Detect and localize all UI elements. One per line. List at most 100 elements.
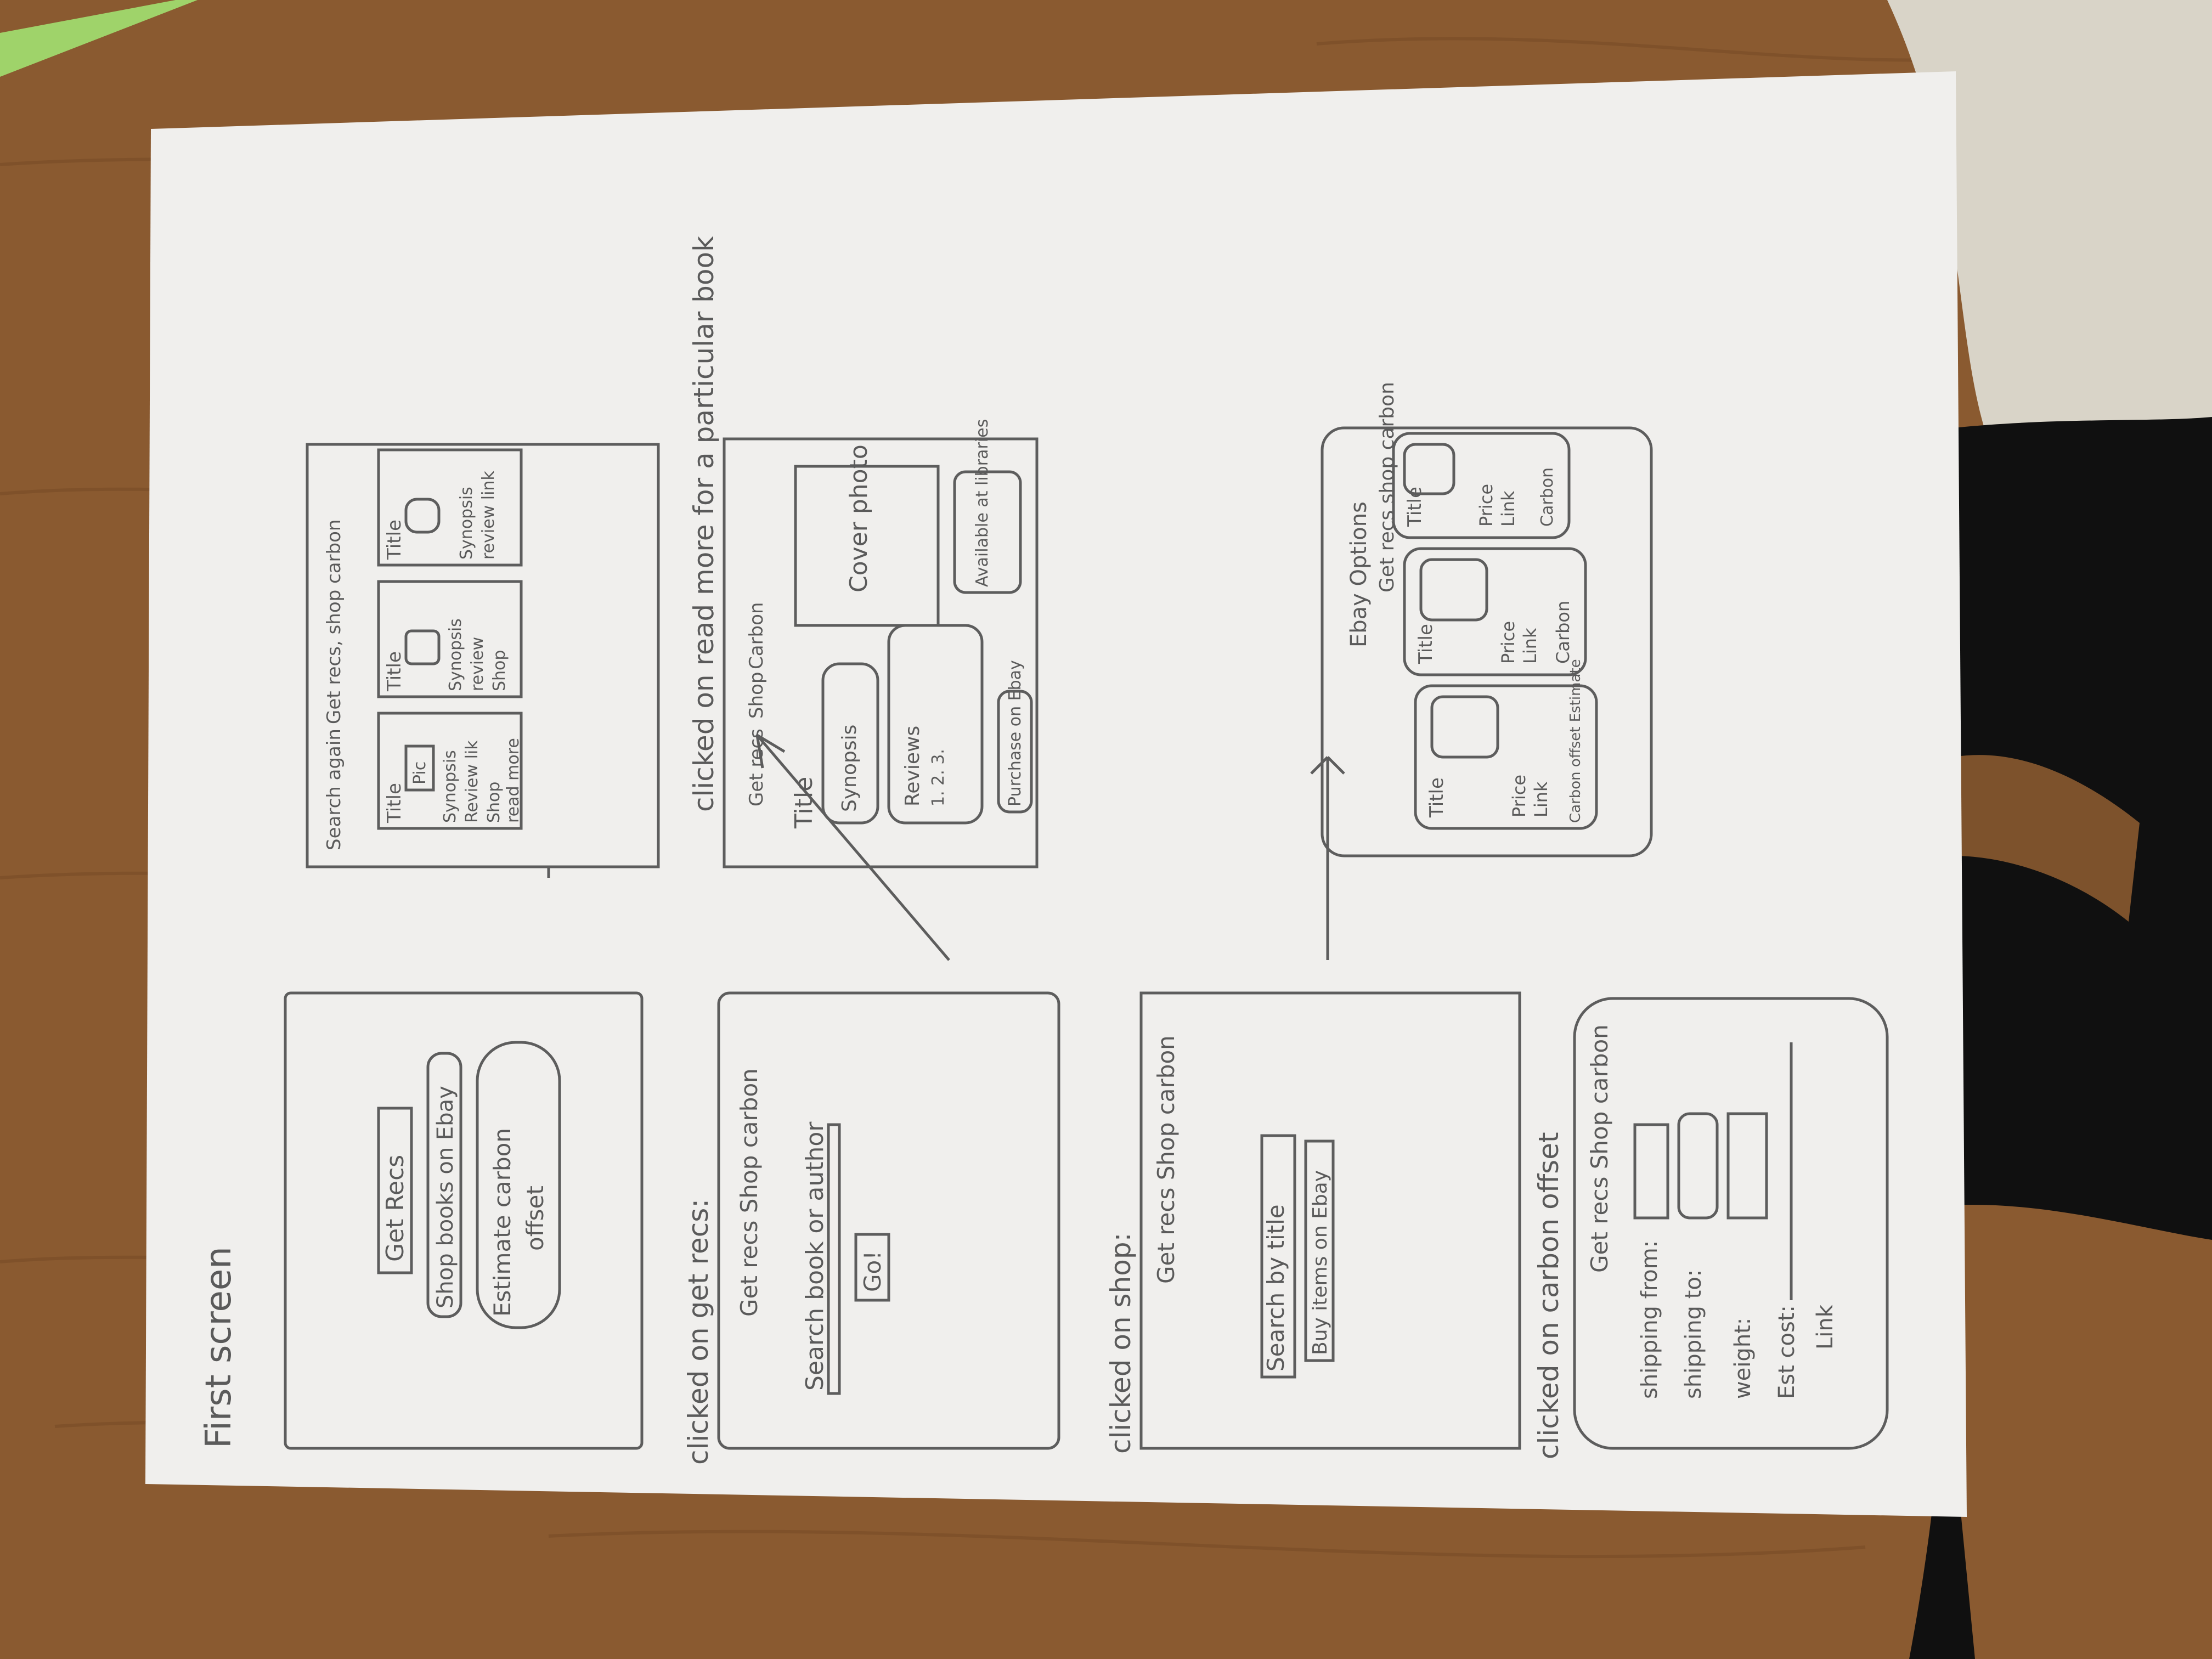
ebay-card2-title: Title bbox=[1415, 624, 1437, 664]
ebay-heading: Ebay Options bbox=[1346, 501, 1372, 647]
ebay-card3-carbon: Carbon bbox=[1538, 467, 1557, 527]
screen1-shop-books: Shop books on Ebay bbox=[433, 1086, 458, 1308]
ebay-card3-price: Price bbox=[1476, 484, 1497, 527]
ebay-card2 bbox=[1403, 547, 1587, 676]
screen4-ship-from: shipping from: bbox=[1637, 1240, 1662, 1399]
results-card2 bbox=[377, 580, 523, 698]
detail-review-numbers: 1. 2. 3. bbox=[929, 749, 948, 806]
detail-available: Available at libraries bbox=[973, 419, 992, 587]
screen2-caption: clicked on get recs: bbox=[682, 1199, 714, 1465]
screen3-search: Search by title bbox=[1262, 1204, 1289, 1372]
screen2-go-box bbox=[854, 1233, 890, 1302]
results-frame bbox=[306, 443, 660, 868]
detail-purchase: Purchase on Ebay bbox=[1006, 660, 1025, 806]
sketch-layer: First screen Get Recs Shop books on Ebay… bbox=[199, 236, 1889, 1465]
detail-caption: clicked on read more for a particular bo… bbox=[688, 236, 720, 812]
screen3-search-box bbox=[1260, 1134, 1296, 1379]
screen1-estimate-1: Estimate carbon bbox=[489, 1128, 516, 1317]
results-card2-review: review bbox=[468, 637, 487, 691]
screen3-buy-box bbox=[1304, 1139, 1335, 1362]
floor-patch bbox=[1953, 755, 2140, 922]
ebay-card1-link: Link bbox=[1531, 781, 1551, 817]
results-card1-pic-box bbox=[404, 744, 435, 792]
screen2-search: Search book or author bbox=[801, 1121, 829, 1391]
results-card2-shop: Shop bbox=[490, 650, 509, 691]
ebay-card1 bbox=[1414, 684, 1598, 830]
detail-synopsis-box bbox=[821, 662, 879, 825]
results-nav: Get recs, shop carbon bbox=[323, 520, 345, 724]
results-card3-review: review link bbox=[479, 471, 498, 560]
detail-nav-shop: Shop bbox=[746, 672, 768, 719]
detail-nav-carbon: Carbon bbox=[746, 602, 768, 670]
screen1-shop-box bbox=[426, 1052, 462, 1318]
screen4-frame bbox=[1573, 997, 1889, 1450]
arrow-to-detail bbox=[756, 734, 950, 961]
results-card1-read-more: read more bbox=[504, 738, 523, 823]
results-card2-synopsis: Synopsis bbox=[446, 618, 465, 691]
ebay-card2-carbon: Carbon bbox=[1553, 601, 1573, 664]
detail-frame bbox=[723, 437, 1039, 868]
ebay-nav: Get recs shop carbon bbox=[1376, 382, 1398, 592]
results-card1-title: Title bbox=[383, 783, 405, 823]
screen4-caption: clicked on carbon offset bbox=[1533, 1132, 1565, 1459]
green-pencil bbox=[0, 0, 198, 77]
screen3-buy: Buy items on Ebay bbox=[1309, 1170, 1331, 1355]
results-card2-title: Title bbox=[383, 651, 405, 692]
results-card3-title: Title bbox=[383, 520, 405, 560]
results-card1 bbox=[377, 712, 523, 830]
detail-nav-getrecs: Get recs bbox=[746, 729, 768, 806]
results-card2-pic bbox=[404, 629, 441, 665]
screen3-nav: Get recs Shop carbon bbox=[1153, 1035, 1180, 1284]
screen1-frame bbox=[284, 991, 644, 1450]
detail-available-box bbox=[953, 470, 1022, 594]
screen2-search-line bbox=[827, 1123, 841, 1395]
screen4-est-cost: Est cost: bbox=[1774, 1305, 1799, 1399]
detail-cover-box bbox=[794, 465, 940, 627]
results-card1-shop: Shop bbox=[484, 782, 504, 823]
screen1-estimate-box bbox=[476, 1041, 561, 1329]
detail-synopsis: Synopsis bbox=[838, 725, 861, 812]
screen2-frame bbox=[717, 991, 1060, 1450]
screen2-go: Go! bbox=[859, 1251, 886, 1292]
sketch-title: First screen bbox=[199, 1246, 239, 1448]
results-card3-pic bbox=[404, 498, 441, 534]
ebay-card1-price: Price bbox=[1509, 775, 1530, 817]
screen1-get-recs: Get Recs bbox=[381, 1155, 409, 1262]
ebay-frame bbox=[1321, 426, 1653, 857]
screen4-link: Link bbox=[1813, 1304, 1838, 1350]
arrow-head-detail bbox=[755, 733, 786, 769]
screen1-getrecs-box bbox=[377, 1107, 413, 1274]
ebay-card1-title: Title bbox=[1426, 777, 1448, 818]
screen4-nav: Get recs Shop carbon bbox=[1586, 1024, 1613, 1273]
screen4-weight-box bbox=[1726, 1112, 1768, 1220]
results-card1-review: Review lik bbox=[462, 740, 482, 823]
screen3-caption: clicked on shop: bbox=[1105, 1233, 1137, 1454]
ebay-card1-carbon: Carbon offset Estimate bbox=[1567, 659, 1584, 823]
arrow-head-ebay bbox=[1310, 756, 1345, 775]
screen4-ship-to: shipping to: bbox=[1681, 1269, 1706, 1399]
screen4-to-box bbox=[1677, 1112, 1719, 1220]
screen4-weight: weight: bbox=[1730, 1318, 1756, 1399]
ebay-card1-pic bbox=[1430, 695, 1499, 759]
ebay-card3 bbox=[1392, 432, 1571, 539]
detail-reviews: Reviews bbox=[901, 726, 924, 806]
results-card3-synopsis: Synopsis bbox=[457, 487, 476, 560]
screen4-from-box bbox=[1633, 1123, 1669, 1220]
ebay-card2-pic bbox=[1419, 558, 1488, 622]
results-card3 bbox=[377, 448, 523, 567]
screen3-frame bbox=[1139, 991, 1521, 1450]
detail-purchase-box bbox=[997, 690, 1033, 814]
screen1-estimate-2: offset bbox=[522, 1186, 549, 1251]
results-card1-synopsis: Synopsis bbox=[441, 750, 460, 823]
ebay-card2-link: Link bbox=[1520, 628, 1541, 664]
ebay-card2-price: Price bbox=[1498, 621, 1519, 664]
results-search-again: Search again bbox=[323, 729, 345, 850]
detail-cover: Cover photo bbox=[845, 444, 873, 592]
ebay-card3-pic bbox=[1403, 443, 1455, 495]
blanket bbox=[1887, 0, 2212, 433]
results-card1-pic: Pic bbox=[410, 761, 430, 785]
ebay-card3-link: Link bbox=[1498, 490, 1519, 527]
screen2-nav: Get recs Shop carbon bbox=[736, 1068, 763, 1317]
detail-title: Title bbox=[790, 777, 818, 829]
